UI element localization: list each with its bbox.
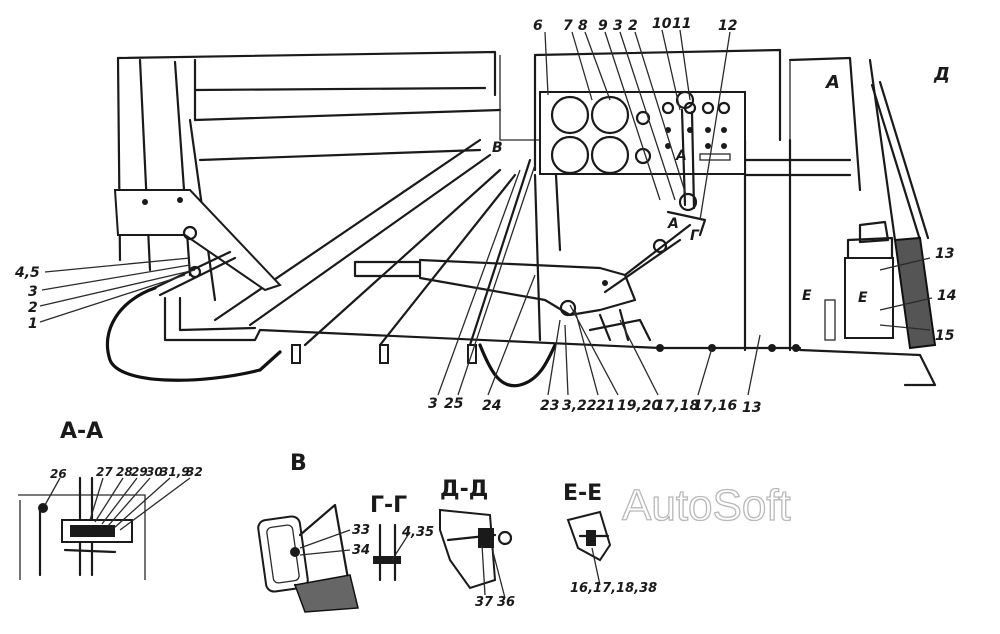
- callout-label: 11: [672, 16, 691, 32]
- callout-label: 31,9: [160, 465, 190, 479]
- callout-label: 9: [598, 18, 608, 34]
- callout-label: 10: [652, 16, 672, 32]
- callout-label: 33: [352, 523, 370, 538]
- callout-label: 16,17,18,38: [570, 581, 657, 596]
- callout-label: 32: [186, 465, 203, 479]
- view-mark-e-left: Е: [802, 288, 812, 304]
- callout-label: 19,20: [617, 398, 662, 414]
- callout-label: 3: [613, 18, 623, 34]
- detail-ee: [566, 510, 612, 562]
- leader-lines: [39, 29, 933, 599]
- rods: [213, 138, 562, 347]
- callout-label: 21: [596, 398, 615, 414]
- callout-label: 36: [497, 595, 515, 610]
- section-title-ee: Е-Е: [563, 481, 602, 506]
- callout-label: 30: [146, 465, 163, 479]
- callout-label: 4,5: [14, 265, 40, 281]
- callout-label: 6: [533, 18, 543, 34]
- callout-label: 3: [28, 284, 38, 300]
- callout-label: 28: [116, 465, 133, 479]
- watermark-text: AutoSoft: [622, 481, 791, 530]
- callout-label: 13: [935, 246, 954, 262]
- view-mark-a-mid: А: [675, 148, 687, 164]
- callout-label: 2: [628, 18, 638, 34]
- callout-label: 25: [444, 396, 464, 412]
- callout-label: 12: [718, 18, 737, 34]
- callout-label: 3,22: [562, 398, 597, 414]
- section-title-dd: Д-Д: [440, 477, 488, 502]
- callout-label: 8: [578, 18, 588, 34]
- callout-label: 23: [540, 398, 559, 414]
- callout-label: 14: [937, 288, 956, 304]
- floor-beam: [105, 286, 802, 388]
- callout-label: 17,16: [693, 398, 738, 414]
- callout-label: 7: [563, 18, 573, 34]
- right-side-panel: [798, 80, 937, 387]
- view-mark-e-right: Е: [858, 290, 868, 306]
- cab-frame: [116, 48, 897, 352]
- callout-label: 1: [28, 316, 38, 332]
- callout-label: 15: [935, 328, 955, 344]
- detail-dd: [439, 508, 513, 590]
- section-title-gg: Г-Г: [370, 493, 407, 518]
- detail-b: [257, 503, 359, 613]
- callout-label: 27: [96, 465, 113, 479]
- callout-label: 17,18: [655, 398, 700, 414]
- callout-label: 13: [742, 400, 761, 416]
- callout-label: 26: [50, 467, 67, 481]
- section-title-aa: А-А: [60, 419, 103, 444]
- view-mark-a-left: А: [824, 72, 840, 93]
- detail-aa: [18, 476, 146, 580]
- callout-label: 2: [28, 300, 38, 316]
- callout-label: 34: [352, 543, 370, 558]
- detail-gg: [373, 523, 401, 582]
- view-mark-b-arrow: В: [492, 140, 503, 156]
- view-mark-d-right: Д: [933, 64, 950, 85]
- callout-label: 3: [428, 396, 438, 412]
- instrument-panel: [539, 90, 746, 175]
- callout-label: 24: [482, 398, 501, 414]
- callout-label: 4,35: [401, 525, 434, 540]
- view-mark-a-low: А: [667, 216, 679, 232]
- left-bracket: [113, 189, 282, 297]
- view-mark-g: Г: [690, 228, 700, 244]
- callout-label: 37: [475, 595, 494, 610]
- section-title-v: В: [290, 451, 307, 476]
- callout-label: 29: [131, 465, 148, 479]
